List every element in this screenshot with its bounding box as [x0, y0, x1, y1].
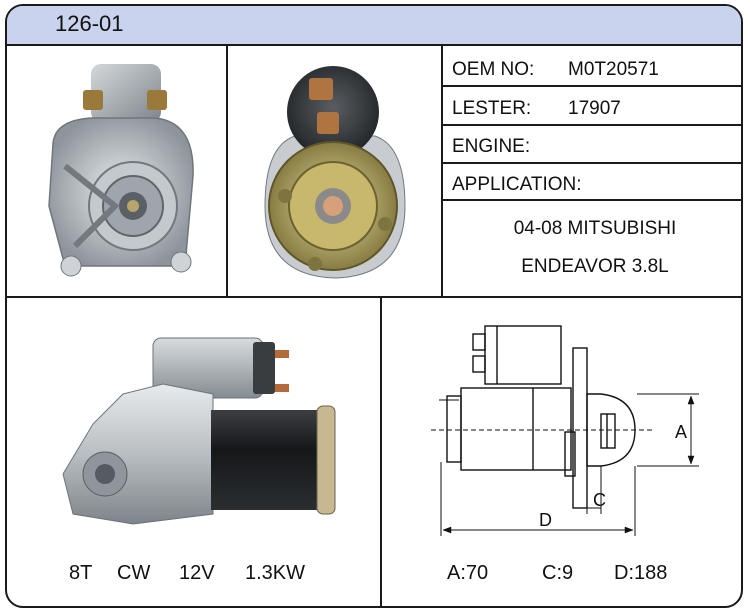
- lester-value: 17907: [568, 98, 621, 119]
- dimension-d-value: D:188: [614, 562, 668, 584]
- dimension-a-label: A: [675, 422, 687, 442]
- lester-row: LESTER: 17907: [452, 98, 621, 120]
- oem-row: OEM NO: M0T20571: [452, 59, 659, 81]
- application-line-2: ENDEAVOR 3.8L: [521, 256, 669, 277]
- teeth-value: 8T: [69, 562, 93, 584]
- spec-row-divider-4: [441, 199, 741, 201]
- application-row: APPLICATION:: [452, 174, 582, 196]
- divider-top-1: [226, 46, 228, 298]
- starter-side-photo: [62, 337, 336, 525]
- part-code: 126-01: [55, 11, 124, 36]
- starter-front-photo: [48, 64, 194, 277]
- product-card: 126-01: [5, 4, 743, 608]
- power-value: 1.3KW: [245, 562, 306, 584]
- header-bar: 126-01: [7, 6, 741, 46]
- oem-label: OEM NO:: [452, 59, 535, 80]
- dimension-d-label: D: [539, 510, 552, 530]
- engine-row: ENGINE:: [452, 136, 530, 158]
- application-label: APPLICATION:: [452, 174, 582, 195]
- oem-value: M0T20571: [568, 59, 659, 80]
- divider-middle: [7, 296, 741, 298]
- spec-row-divider-1: [441, 85, 741, 87]
- voltage-value: 12V: [179, 562, 215, 584]
- spec-row-divider-3: [441, 162, 741, 164]
- spec-row-divider-2: [441, 124, 741, 126]
- divider-bottom: [380, 296, 382, 606]
- starter-rear-photo: [264, 66, 406, 279]
- dimension-c-value: C:9: [542, 562, 574, 584]
- dimension-c-label: C: [593, 490, 606, 510]
- dimension-a-value: A:70: [447, 562, 489, 584]
- engine-label: ENGINE:: [452, 136, 531, 157]
- rotation-value: CW: [117, 562, 151, 584]
- divider-top-2: [441, 46, 443, 298]
- lester-label: LESTER:: [452, 98, 532, 119]
- dimension-diagram: A C D: [431, 325, 699, 536]
- application-line-1: 04-08 MITSUBISHI: [513, 218, 677, 239]
